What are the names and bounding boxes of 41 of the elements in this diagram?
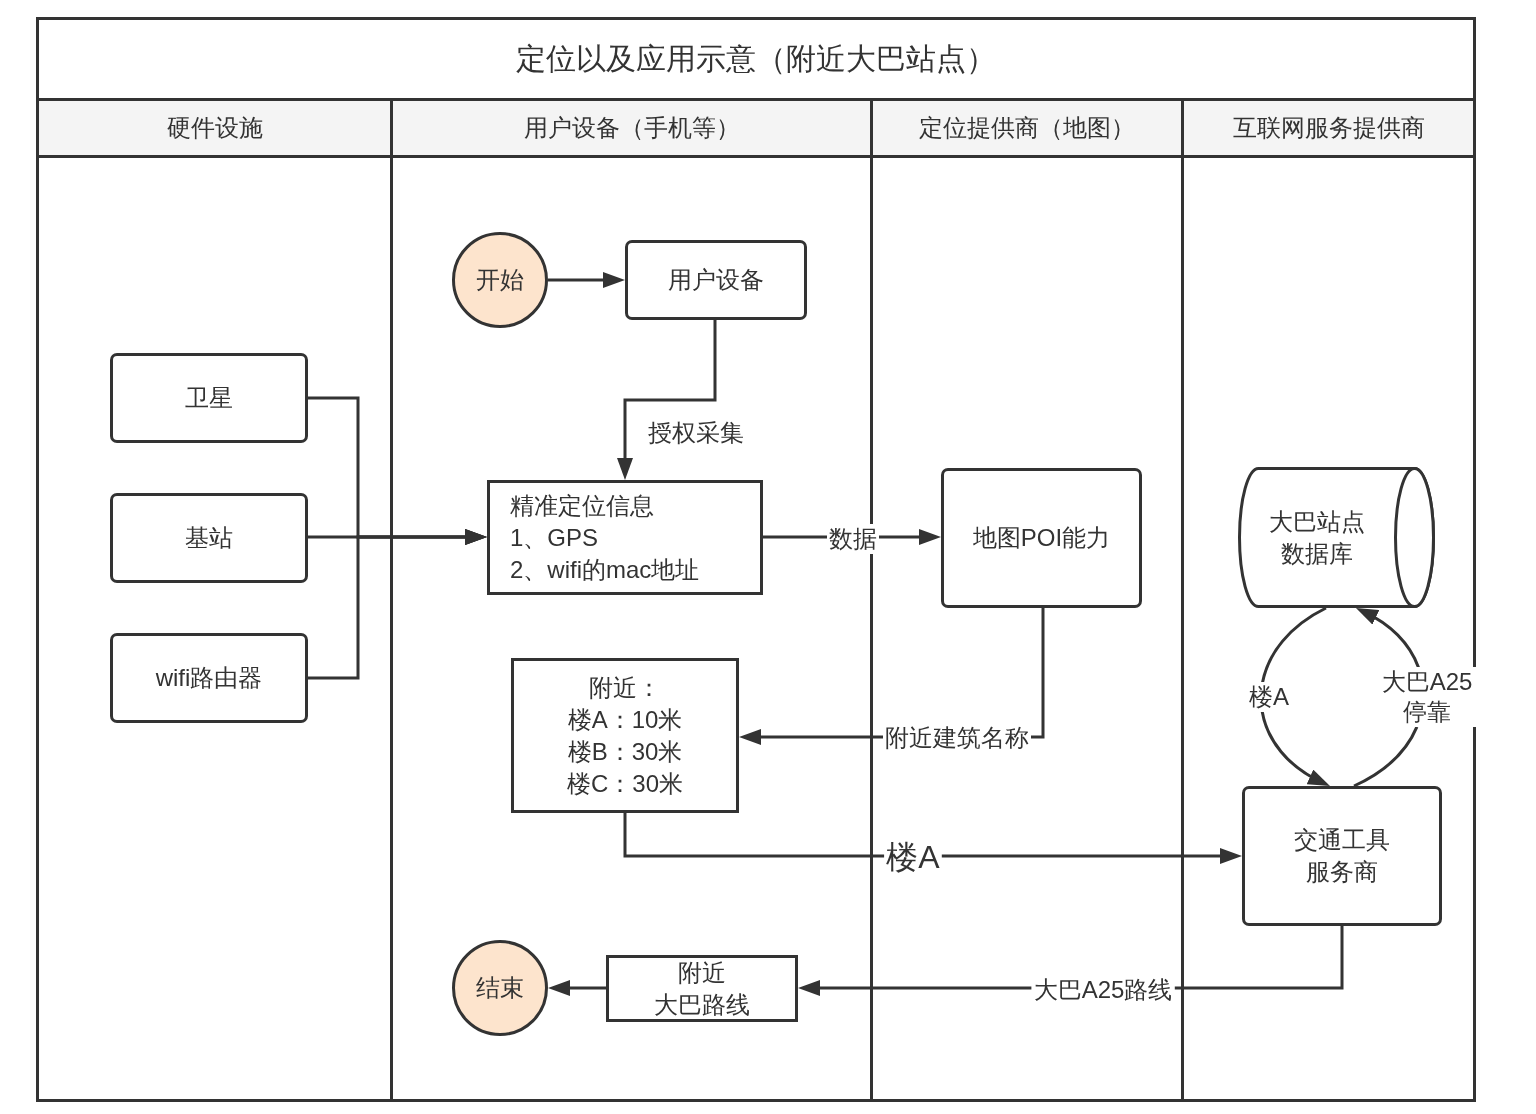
list-item: 楼B：30米 (567, 736, 683, 767)
terminal-circle: 结束 (452, 940, 548, 1036)
edge-label: 附近建筑名称 (883, 723, 1031, 753)
arrow (1352, 607, 1420, 788)
edge-label: 数据 (827, 524, 879, 554)
process-box: 地图POI能力 (941, 468, 1142, 608)
process-box: 交通工具服务商 (1242, 786, 1442, 926)
arrow (548, 980, 606, 996)
edge-label: 楼A (1247, 682, 1291, 712)
arrow (798, 924, 1344, 996)
list-item: 楼C：30米 (567, 768, 683, 799)
lane-header: 定位提供商（地图） (873, 101, 1181, 158)
arrow (548, 272, 625, 288)
list-item: 1、GPS (510, 522, 599, 553)
box-heading: 精准定位信息 (510, 490, 654, 521)
edge-label: 楼A (884, 838, 942, 876)
arrow (623, 811, 1242, 864)
process-box: 附近大巴路线 (606, 955, 798, 1022)
pool-title: 定位以及应用示意（附近大巴站点） (515, 40, 997, 77)
arrow (739, 606, 1045, 745)
lane-header: 硬件设施 (39, 101, 390, 158)
process-box: wifi路由器 (110, 633, 308, 723)
edge-label: 授权采集 (646, 418, 746, 448)
arrow (761, 529, 941, 545)
process-box: 用户设备 (625, 240, 807, 320)
arrow (308, 529, 487, 680)
swimlane (1181, 98, 1473, 1099)
box-heading: 附近： (589, 672, 661, 703)
arrow (1260, 606, 1330, 787)
swimlane-pool (36, 17, 1476, 1102)
lane-header: 用户设备（手机等） (393, 101, 870, 158)
database-cylinder: 大巴站点数据库 (1238, 467, 1435, 608)
process-box: 基站 (110, 493, 308, 583)
list-item: 楼A：10米 (567, 704, 683, 735)
lane-header: 互联网服务提供商 (1184, 101, 1473, 158)
arrow (617, 320, 717, 480)
list-item: 2、wifi的mac地址 (510, 554, 700, 585)
process-box: 卫星 (110, 353, 308, 443)
terminal-circle: 开始 (452, 232, 548, 328)
process-box (511, 658, 739, 813)
process-box (487, 480, 763, 595)
